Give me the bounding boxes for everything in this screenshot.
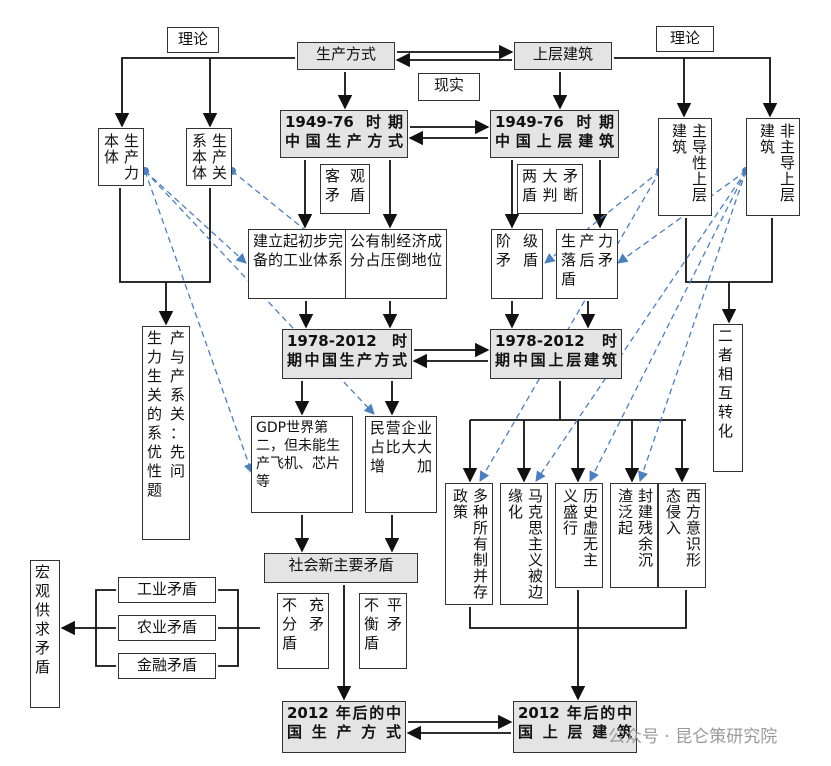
node-new-main-contradiction: 社会新主要矛盾 xyxy=(264,553,418,583)
node-historical-nihilism: 历史虚无主义盛行 xyxy=(555,483,603,588)
dash-forces-to-industry xyxy=(144,170,247,264)
node-1978-superstructure: 1978-2012 时期中国上层建筑 xyxy=(490,329,622,379)
node-mutual-transformation: 二者相互转化 xyxy=(713,324,743,472)
node-industrial-contradiction: 工业矛盾 xyxy=(118,577,216,603)
node-production-relations: 生产关系本体 xyxy=(186,128,232,186)
node-1978-mode-of-production: 1978-2012 时期中国生产方式 xyxy=(282,329,412,379)
node-forces-relations-priority: 生产力与生产关系的关系：优先性问题 xyxy=(142,326,190,540)
node-agricultural-contradiction: 农业矛盾 xyxy=(118,615,216,641)
node-western-ideology: 西方意识形态侵入 xyxy=(658,483,706,588)
node-insufficient-contradiction: 不充分矛盾 xyxy=(277,593,329,669)
watermark-text: 公众号 · 昆仑策研究院 xyxy=(608,727,778,747)
node-dominant-superstructure: 主导性上层建筑 xyxy=(658,118,712,216)
node-mode-of-production: 生产方式 xyxy=(297,42,395,70)
node-financial-contradiction: 金融矛盾 xyxy=(118,653,216,679)
dash-dominant-to-multi xyxy=(479,170,661,482)
dash-forces-to-gdp xyxy=(144,170,254,474)
node-superstructure: 上层建筑 xyxy=(514,42,612,70)
node-2012-mode-of-production: 2012 年后的中国生产方式 xyxy=(282,701,406,753)
node-gdp-second: GDP世界第二，但未能生产飞机、芯片等 xyxy=(251,416,353,513)
node-reality: 现实 xyxy=(418,73,480,101)
link-super-to-nondominant xyxy=(614,57,778,118)
bracket-super-types xyxy=(685,218,773,283)
node-public-ownership: 公有制经济成分占压倒地位 xyxy=(345,229,447,299)
dash-nondom-to-western xyxy=(638,170,747,482)
dash-nondom-to-backward xyxy=(617,170,747,264)
node-objective-contradiction: 客观矛盾 xyxy=(320,164,370,214)
node-class-contradiction: 阶级矛盾 xyxy=(491,229,543,299)
node-feudal-remnants: 封建残余沉渣泛起 xyxy=(610,483,658,588)
node-theory-right: 理论 xyxy=(656,26,714,52)
node-nondominant-superstructure: 非主导上层建筑 xyxy=(746,118,800,216)
dash-nondom-to-nihil xyxy=(589,170,747,482)
node-2012-superstructure: 2012 年后的中国上层建筑 xyxy=(513,701,637,753)
node-1949-mode-of-production: 1949-76 时期中国生产方式 xyxy=(280,110,408,158)
node-industrial-system: 建立起初步完备的工业体系 xyxy=(248,229,348,299)
dash-nondom-to-marx xyxy=(535,170,747,482)
node-macro-supply-demand: 宏观供求矛盾 xyxy=(30,560,60,708)
node-private-enterprise: 民营企业占比大大增加 xyxy=(365,416,437,513)
dash-forces-to-private xyxy=(144,170,375,415)
node-1949-superstructure: 1949-76 时期中国上层建筑 xyxy=(490,110,619,158)
link-mode-to-forces xyxy=(114,57,295,128)
node-multi-ownership: 多种所有制并存政策 xyxy=(445,483,493,605)
bracket-forces-relations xyxy=(119,188,211,283)
node-marxism-marginalized: 马克思主义被边缘化 xyxy=(500,483,548,605)
node-backward-productivity: 生产力落后矛盾 xyxy=(556,229,618,299)
node-imbalance-contradiction: 不平衡矛盾 xyxy=(359,593,407,669)
node-productive-forces: 生产力本体 xyxy=(98,128,144,186)
node-theory-left: 理论 xyxy=(167,27,219,53)
node-two-contradictions: 两大矛盾判断 xyxy=(517,164,583,214)
